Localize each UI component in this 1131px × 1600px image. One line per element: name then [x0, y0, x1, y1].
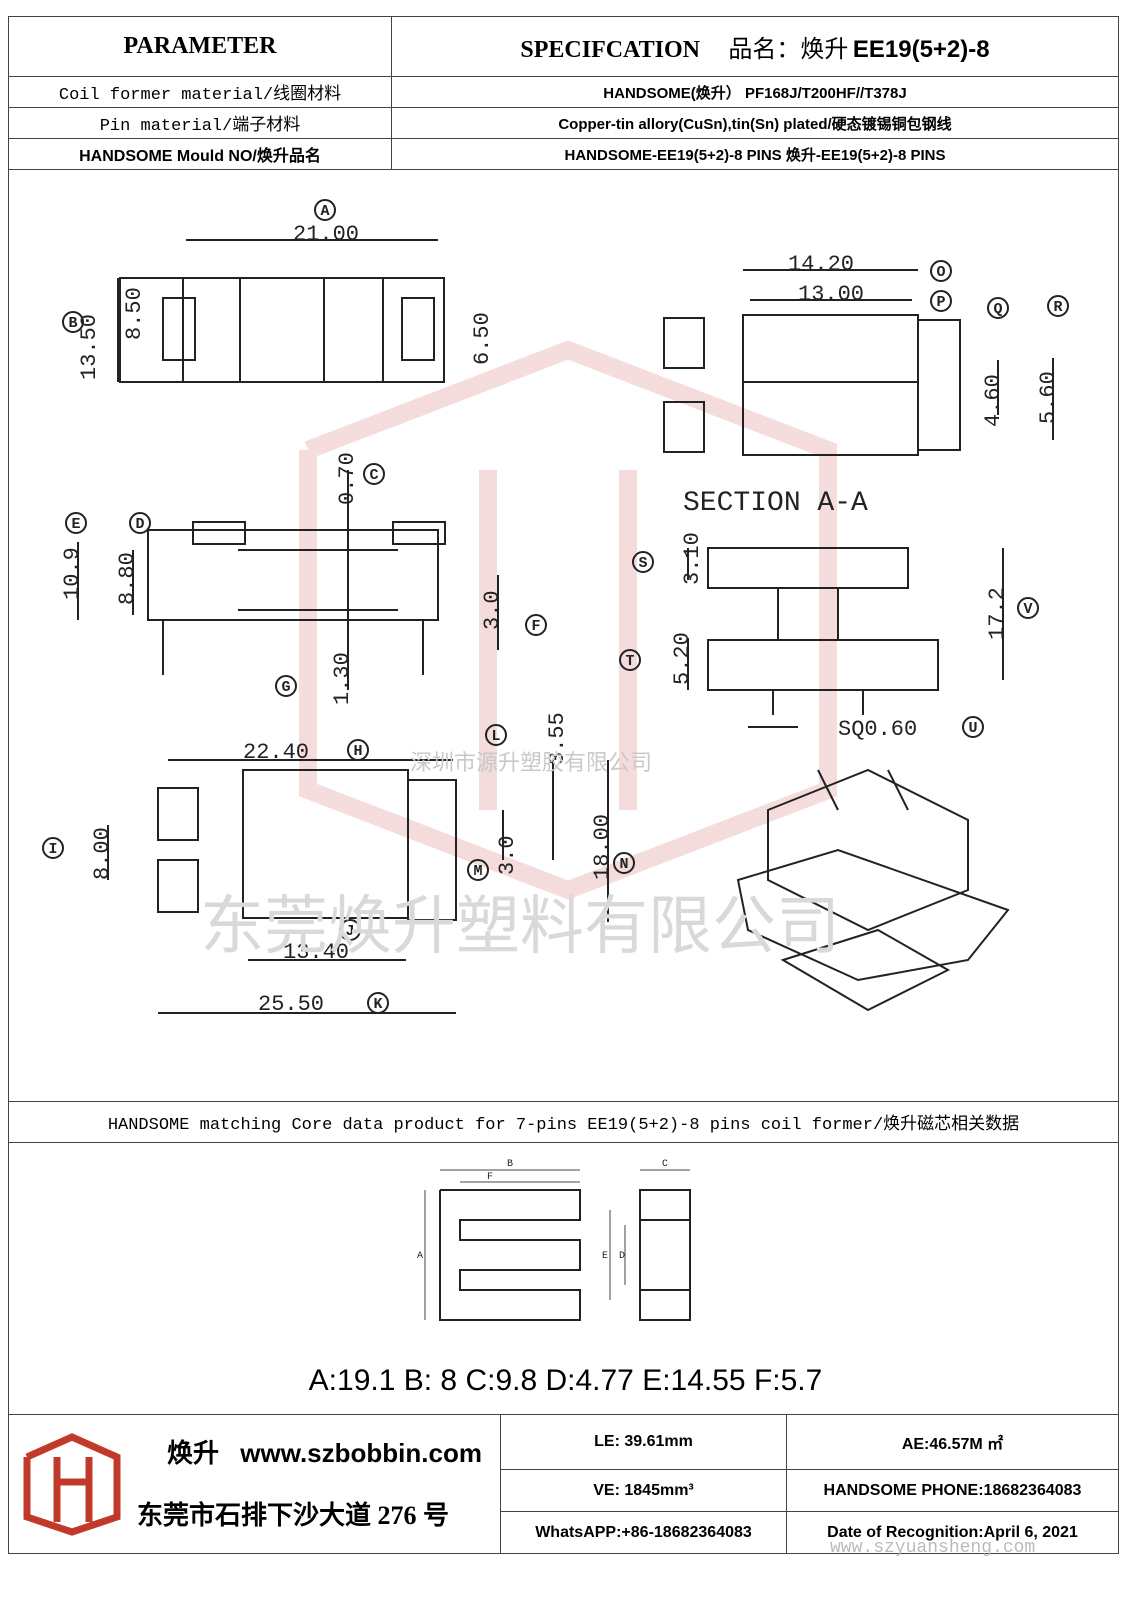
dim-j: 13.40	[283, 940, 349, 965]
dim-b65: 6.50	[470, 312, 495, 365]
dim-f: 3.0	[480, 590, 505, 630]
letter-d: D	[135, 516, 144, 533]
dim-s: 3.10	[680, 532, 705, 585]
core-label-e: E	[602, 1251, 608, 1262]
core-label-f: F	[487, 1172, 493, 1183]
dim-p: 13.00	[798, 282, 864, 307]
letter-j: J	[345, 923, 354, 940]
param-label: HANDSOME Mould NO/焕升品名	[8, 138, 392, 170]
footer-brand-block: 焕升 www.szbobbin.com 东莞市石排下沙大道 276 号	[8, 1414, 500, 1554]
watermark-company-2: 东莞焕升塑料有限公司	[200, 890, 840, 964]
letter-l: L	[491, 728, 500, 745]
letter-p: P	[936, 294, 945, 311]
letter-r: R	[1053, 299, 1062, 316]
letter-b: B	[68, 315, 77, 332]
date-of-recognition: Date of Recognition:April 6, 2021	[786, 1511, 1119, 1554]
dim-o: 14.20	[788, 252, 854, 277]
core-label-a: A	[417, 1251, 423, 1262]
letter-f: F	[531, 618, 540, 635]
parameter-table: PARAMETER SPECIFCATION 品名：焕升 EE19(5+2)-8…	[8, 16, 1119, 170]
product-name-label: 品名：	[728, 36, 801, 63]
letter-u: U	[968, 720, 977, 737]
technical-drawing: 21.00 13.50 8.50 6.50 14.20 13.00 4.60 5…	[42, 199, 1069, 1017]
dim-a: 21.00	[293, 222, 359, 247]
watermark-company-1: 深圳市源升塑胶有限公司	[410, 751, 653, 776]
dim-b13: 13.50	[77, 314, 102, 380]
letter-v: V	[1023, 601, 1032, 618]
core-drawing: B F A C E D	[417, 1159, 691, 1321]
letter-q: Q	[993, 301, 1002, 318]
brand-logo-icon	[23, 1433, 121, 1536]
letter-a: A	[320, 203, 329, 220]
ae-value: AE:46.57M ㎡	[786, 1413, 1119, 1471]
watermark-url: www.szyuansheng.com	[830, 1538, 1036, 1558]
core-data-title: HANDSOME matching Core data product for …	[8, 1101, 1119, 1143]
dim-n: 18.00	[590, 814, 615, 880]
dim-g: 1.30	[330, 652, 355, 705]
section-title: SECTION A-A	[683, 488, 868, 519]
param-label: Pin material/端子材料	[8, 107, 392, 139]
dim-c: 0.70	[335, 452, 360, 505]
dim-e: 10.9	[60, 547, 85, 600]
core-values: A:19.1 B: 8 C:9.8 D:4.77 E:14.55 F:5.7	[308, 1364, 823, 1397]
product-name: EE19(5+2)-8	[852, 36, 990, 63]
letter-i: I	[48, 841, 57, 858]
dim-u: SQ0.60	[838, 717, 917, 742]
letter-g: G	[281, 679, 290, 696]
letter-n: N	[619, 856, 628, 873]
website-link[interactable]: www.szbobbin.com	[240, 1438, 482, 1468]
core-parameters-table: LE: 39.61mm AE:46.57M ㎡ VE: 1845mm³ HAND…	[500, 1413, 1119, 1554]
whatsapp-value: WhatsAPP:+86-18682364083	[500, 1511, 787, 1554]
letter-t: T	[625, 653, 634, 670]
letter-h: H	[353, 743, 362, 760]
dim-i: 8.00	[90, 827, 115, 880]
dim-r: 5.60	[1036, 371, 1061, 424]
param-value: Copper-tin allory(CuSn),tin(Sn) plated/硬…	[391, 107, 1119, 139]
letter-o: O	[936, 264, 945, 281]
letter-e: E	[71, 516, 80, 533]
letter-k: K	[373, 996, 382, 1013]
dim-k: 25.50	[258, 992, 324, 1017]
dim-v: 17.2	[985, 587, 1010, 640]
letter-m: M	[473, 863, 482, 880]
param-label: Coil former material/线圈材料	[8, 76, 392, 108]
param-value: HANDSOME-EE19(5+2)-8 PINS 焕升-EE19(5+2)-8…	[391, 138, 1119, 170]
dim-h: 22.40	[243, 740, 309, 765]
brand-name: 焕升 www.szbobbin.com	[167, 1438, 482, 1468]
address: 东莞市石排下沙大道 276 号	[137, 1501, 450, 1530]
specification-heading: SPECIFCATION 品名：焕升 EE19(5+2)-8	[391, 16, 1119, 77]
dim-t: 5.20	[670, 632, 695, 685]
ve-value: VE: 1845mm³	[500, 1469, 787, 1513]
letter-s: S	[638, 555, 647, 572]
letter-c: C	[369, 467, 378, 484]
param-value: HANDSOME(焕升） PF168J/T200HF//T378J	[391, 76, 1119, 108]
dim-q: 4.60	[981, 374, 1006, 427]
le-value: LE: 39.61mm	[500, 1413, 787, 1471]
dim-m: 3.0	[495, 835, 520, 875]
dim-d: 8.80	[115, 552, 140, 605]
parameter-heading: PARAMETER	[8, 16, 392, 77]
core-label-b: B	[507, 1159, 513, 1170]
dim-l: 3.55	[545, 712, 570, 765]
dim-b85: 8.50	[122, 287, 147, 340]
product-name-cn: 焕升	[800, 36, 849, 63]
core-label-d: D	[619, 1251, 625, 1262]
phone-value: HANDSOME PHONE:18682364083	[786, 1469, 1119, 1513]
core-label-c: C	[662, 1159, 668, 1170]
